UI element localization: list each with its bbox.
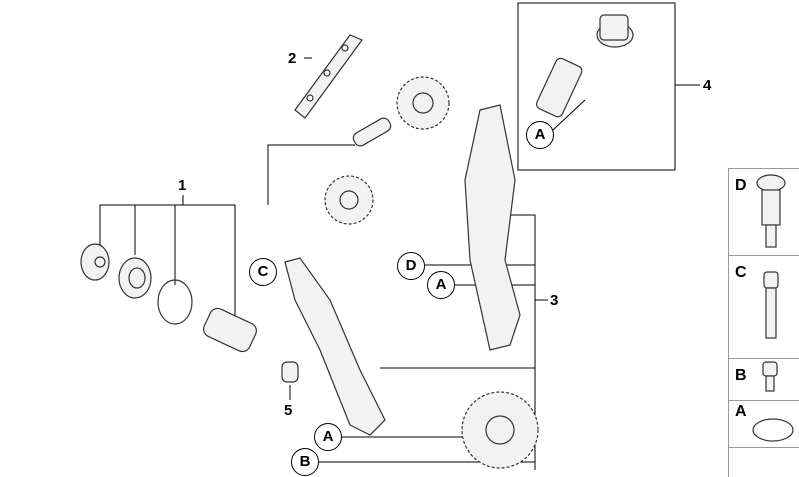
side-panel-b: B	[728, 358, 799, 400]
side-panel-misc	[728, 447, 799, 477]
part-number-1: 1	[178, 177, 187, 194]
callout-c: C	[249, 258, 277, 286]
side-letter-a: A	[735, 403, 747, 420]
side-letter-c: C	[735, 264, 747, 281]
part-number-3: 3	[550, 292, 559, 309]
side-panel-a: A	[728, 400, 799, 447]
part-number-4: 4	[703, 77, 712, 94]
side-letter-d: D	[735, 177, 747, 194]
part-number-5: 5	[284, 402, 293, 419]
callout-b: B	[291, 448, 319, 476]
side-panel-d: D	[728, 168, 799, 255]
callout-d: D	[397, 252, 425, 280]
side-letter-b: B	[735, 367, 747, 384]
side-panel-c: C	[728, 255, 799, 358]
part-number-2: 2	[288, 50, 297, 67]
callout-a-top: A	[526, 121, 554, 149]
callout-a-mid: A	[427, 271, 455, 299]
callout-a-bottom: A	[314, 423, 342, 451]
